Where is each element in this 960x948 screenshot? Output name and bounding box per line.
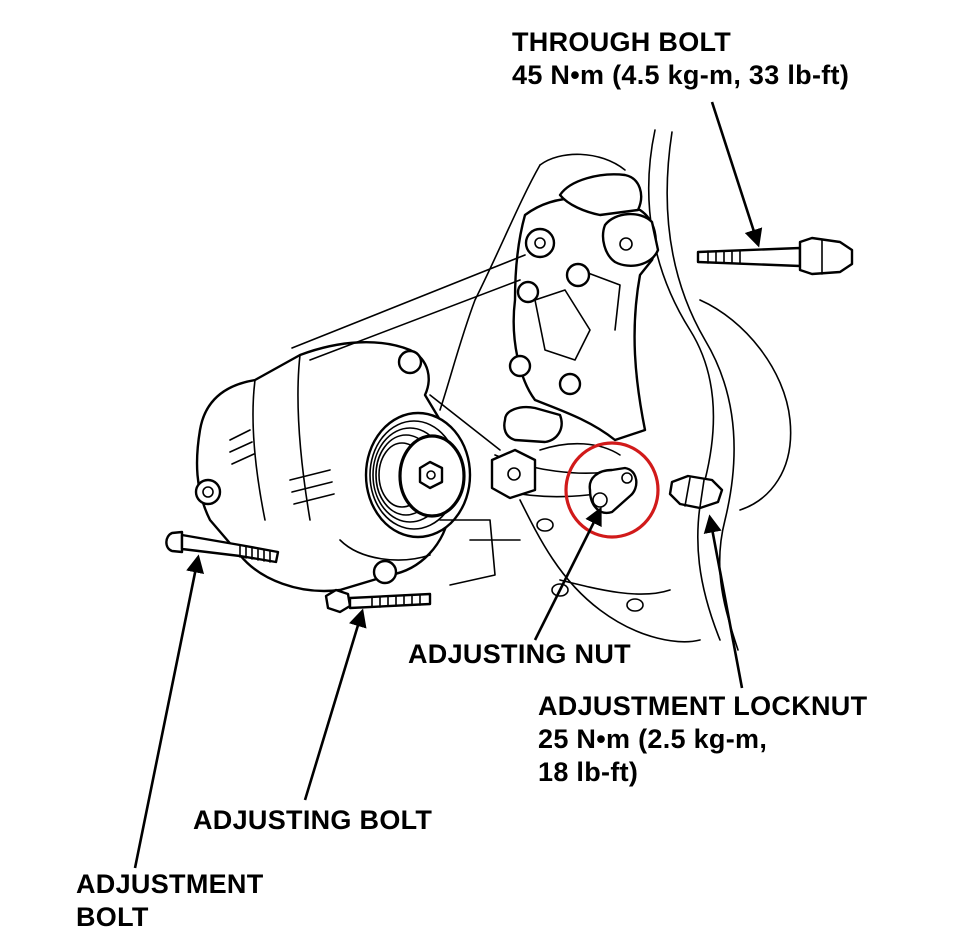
through-bolt-leader xyxy=(710,101,763,248)
adjustment-bolt-name-line1: ADJUSTMENT xyxy=(76,869,264,899)
adjustment-bolt-label: ADJUSTMENT BOLT xyxy=(76,868,264,934)
through-bolt-boss xyxy=(601,212,660,267)
adjustment-locknut-torque-line2: 18 lb-ft) xyxy=(538,757,639,787)
through-bolt xyxy=(696,236,854,276)
adjustment-locknut-leader xyxy=(703,514,744,689)
through-bolt-torque: 45 N•m (4.5 kg-m, 33 lb-ft) xyxy=(512,60,850,90)
adjustment-bolt-name-line2: BOLT xyxy=(76,902,149,932)
adjusting-bolt-name: ADJUSTING BOLT xyxy=(193,805,433,835)
bracket-linkage-lines xyxy=(291,254,526,586)
alternator-pulley xyxy=(364,411,472,539)
adjusting-nut xyxy=(588,466,638,515)
adjustment-locknut-label: ADJUSTMENT LOCKNUT 25 N•m (2.5 kg-m, 18 … xyxy=(538,690,867,789)
adjustment-locknut xyxy=(668,474,724,510)
adjustment-bolt-leader xyxy=(133,554,205,869)
adjusting-nut-highlight-circle xyxy=(564,441,660,539)
alternator xyxy=(194,341,454,593)
adjusting-nut-label: ADJUSTING NUT xyxy=(408,638,631,671)
adjusting-bolt-label: ADJUSTING BOLT xyxy=(193,804,432,837)
adjusting-nut-leader xyxy=(533,506,602,641)
adjusting-bolt-leader xyxy=(303,608,367,801)
through-bolt-name: THROUGH BOLT xyxy=(512,27,732,57)
adjustment-locknut-torque-line1: 25 N•m (2.5 kg-m, xyxy=(538,724,768,754)
through-bolt-label: THROUGH BOLT 45 N•m (4.5 kg-m, 33 lb-ft) xyxy=(512,26,849,92)
adjustment-locknut-name: ADJUSTMENT LOCKNUT xyxy=(538,691,868,721)
adjusting-nut-name: ADJUSTING NUT xyxy=(408,639,631,669)
adjusting-bolt xyxy=(324,588,432,614)
adjustment-bolt xyxy=(165,530,280,564)
